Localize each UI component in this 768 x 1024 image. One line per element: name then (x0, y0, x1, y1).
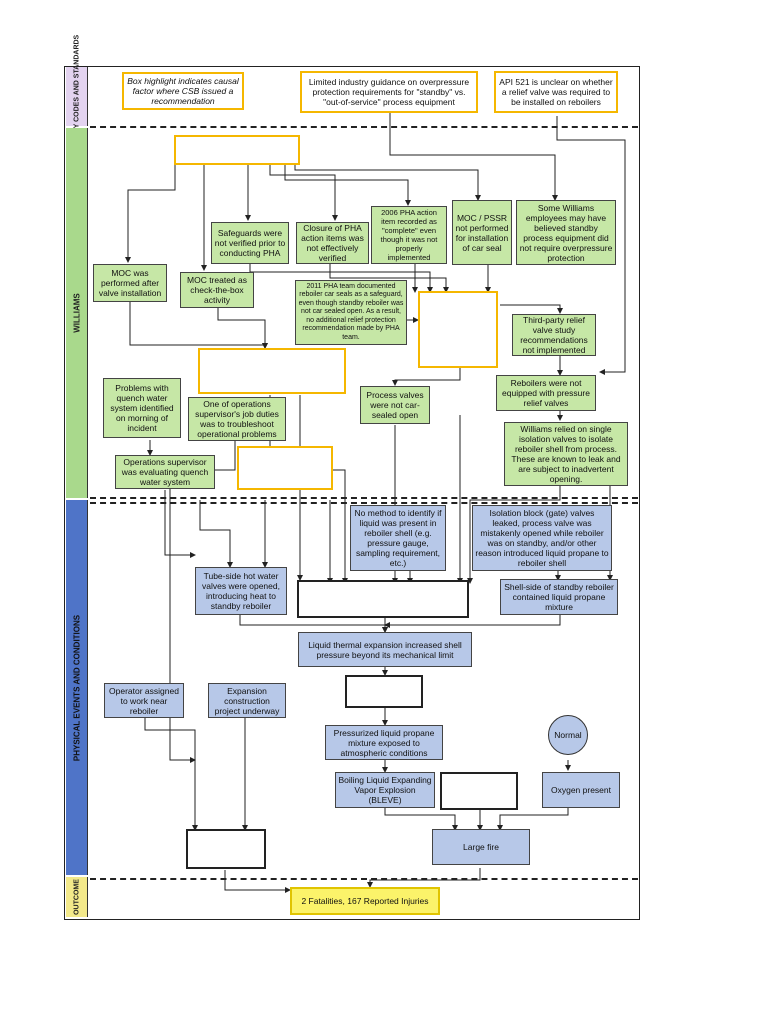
pressurized-box: Pressurized liquid propane mixture expos… (325, 725, 443, 760)
large-fire-box: Large fire (432, 829, 530, 865)
pha2011-box: 2011 PHA team documented reboiler car se… (295, 280, 407, 345)
moc-checkbox-box: MOC treated as check-the-box activity (180, 272, 254, 308)
thermal-box: Liquid thermal expansion increased shell… (298, 632, 472, 667)
safeguards-box: Safeguards were not verified prior to co… (211, 222, 289, 264)
employees-box: Some Williams employees may have believe… (516, 200, 616, 265)
divider-williams (90, 497, 638, 499)
quench-box: Problems with quench water system identi… (103, 378, 181, 438)
highlight-empty-box-right (418, 291, 498, 368)
empty-box-bleve (440, 772, 518, 810)
no-method-box: No method to identify if liquid was pres… (350, 505, 446, 571)
highlight-empty-box-mid (198, 348, 346, 394)
isolation-block-box: Isolation block (gate) valves leaked, pr… (472, 505, 612, 571)
operator-box: Operator assigned to work near reboiler (104, 683, 184, 718)
supervisor-duties-box: One of operations supervisor's job dutie… (188, 397, 286, 441)
shell-side-box: Shell-side of standby reboiler contained… (500, 579, 618, 615)
closure-box: Closure of PHA action items was not effe… (296, 222, 369, 264)
reboilers-no-prv-box: Reboilers were not equipped with pressur… (496, 375, 596, 411)
band-physical: PHYSICAL EVENTS AND CONDITIONS (66, 500, 88, 875)
empty-box-mid-physical (345, 675, 423, 708)
moc-after-box: MOC was performed after valve installati… (93, 264, 167, 302)
band-industry: INDUSTRY CODES AND STANDARDS (66, 34, 88, 159)
guidance-box: Limited industry guidance on overpressur… (300, 71, 478, 113)
process-valves-box: Process valves were not car-sealed open (360, 386, 430, 424)
outcome-box: 2 Fatalities, 167 Reported Injuries (290, 887, 440, 915)
moc-pssr-box: MOC / PSSR not performed for installatio… (452, 200, 512, 265)
expansion-box: Expansion construction project underway (208, 683, 286, 718)
tube-side-box: Tube-side hot water valves were opened, … (195, 567, 287, 615)
band-outcome: OUTCOME (66, 877, 88, 917)
ops-supervisor-box: Operations supervisor was evaluating que… (115, 455, 215, 489)
normal-circle: Normal (548, 715, 588, 755)
empty-box-physical (297, 580, 469, 618)
pha2006-box: 2006 PHA action item recorded as "comple… (371, 206, 447, 264)
single-isolation-box: Williams relied on single isolation valv… (504, 422, 628, 486)
api521-box: API 521 is unclear on whether a relief v… (494, 71, 618, 113)
third-party-box: Third-party relief valve study recommend… (512, 314, 596, 356)
legend-box: Box highlight indicates causal factor wh… (122, 72, 244, 110)
divider-outcome (90, 878, 638, 880)
oxygen-box: Oxygen present (542, 772, 620, 808)
bleve-box: Boiling Liquid Expanding Vapor Explosion… (335, 772, 435, 808)
band-williams: WILLIAMS (66, 128, 88, 498)
empty-box-lower-left (186, 829, 266, 869)
divider-industry (90, 126, 638, 128)
divider-williams-2 (90, 502, 638, 504)
highlight-empty-box-top (174, 135, 300, 165)
highlight-empty-box-low (237, 446, 333, 490)
